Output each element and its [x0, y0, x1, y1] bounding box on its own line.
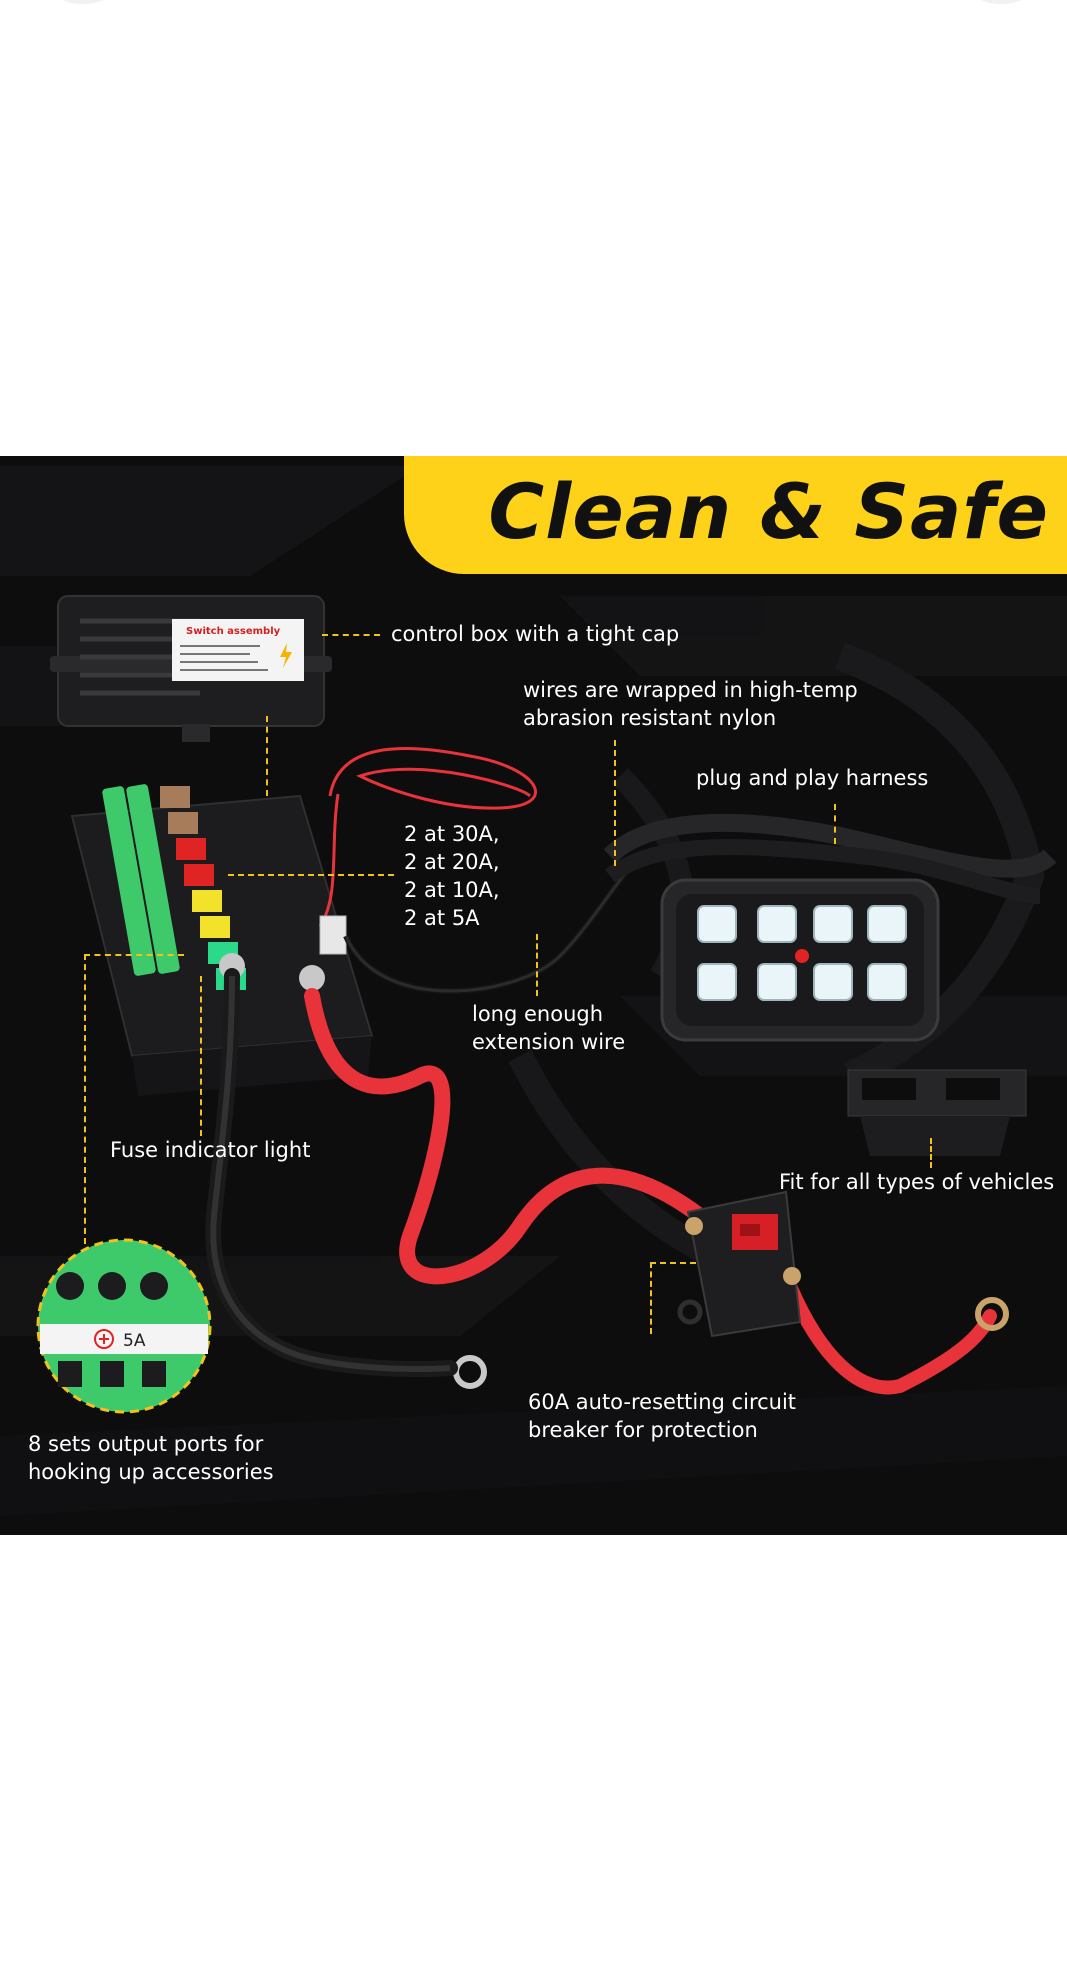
control-box-illustration: Switch assembly — [50, 595, 332, 742]
callout-line — [84, 954, 86, 1244]
callout-harness: plug and play harness — [696, 766, 929, 790]
zoom-fuse-label: 5A — [123, 1331, 146, 1351]
product-image: Switch assembly — [0, 456, 1067, 1535]
callout-line — [650, 1262, 696, 1264]
callout-fuse-light: Fuse indicator light — [110, 1138, 311, 1162]
callout-ports-line-1: 8 sets output ports for — [28, 1432, 264, 1456]
callout-extension-line-2: extension wire — [472, 1030, 626, 1054]
fuse-rating-20a: 2 at 20A, — [404, 850, 500, 874]
headline-banner: Clean & Safe — [404, 456, 1067, 574]
callout-vehicles: Fit for all types of vehicles — [779, 1170, 1055, 1194]
callout-line — [536, 934, 538, 996]
callout-line — [84, 954, 184, 956]
top-right-fade — [966, 0, 1036, 4]
callout-fuse-ratings: 2 at 30A, 2 at 20A, 2 at 10A, 2 at 5A — [404, 820, 500, 932]
callout-control-box: control box with a tight cap — [391, 622, 680, 646]
fuse-rating-30a: 2 at 30A, — [404, 822, 500, 846]
headline: Clean & Safe — [488, 467, 1049, 556]
callout-line — [834, 804, 836, 844]
top-left-fade — [48, 0, 118, 4]
callout-line — [266, 716, 268, 796]
callout-ports-line-2: hooking up accessories — [28, 1460, 274, 1484]
callout-wires-line-2: abrasion resistant nylon — [523, 706, 777, 730]
callout-line — [228, 874, 394, 876]
fuse-rating-10a: 2 at 10A, — [404, 878, 500, 902]
callout-breaker-line-2: breaker for protection — [528, 1418, 758, 1442]
sticker-title-text: Switch assembly — [186, 626, 281, 637]
callout-line — [322, 634, 380, 636]
callout-line — [650, 1262, 652, 1334]
callout-ports: 8 sets output ports for hooking up acces… — [28, 1430, 274, 1486]
callout-extension: long enough extension wire — [472, 1000, 625, 1056]
circuit-breaker-illustration — [677, 1190, 802, 1338]
callout-breaker-line-1: 60A auto-resetting circuit — [528, 1390, 797, 1414]
switch-panel-illustration — [660, 878, 940, 1042]
callout-line — [614, 740, 616, 866]
mount-bracket-illustration — [847, 1069, 1027, 1156]
callout-wires-line-1: wires are wrapped in high-temp — [523, 678, 858, 702]
fuse-rating-5a: 2 at 5A — [404, 906, 480, 930]
callout-line — [930, 1138, 932, 1168]
callout-wires: wires are wrapped in high-temp abrasion … — [523, 676, 858, 732]
product-illustration: Switch assembly — [0, 466, 1067, 1516]
fuse-box-illustration — [70, 784, 374, 1096]
callout-breaker: 60A auto-resetting circuit breaker for p… — [528, 1388, 796, 1444]
terminal-zoom-detail: 5A — [36, 1238, 212, 1414]
callout-extension-line-1: long enough — [472, 1002, 604, 1026]
callout-line — [200, 976, 202, 1136]
